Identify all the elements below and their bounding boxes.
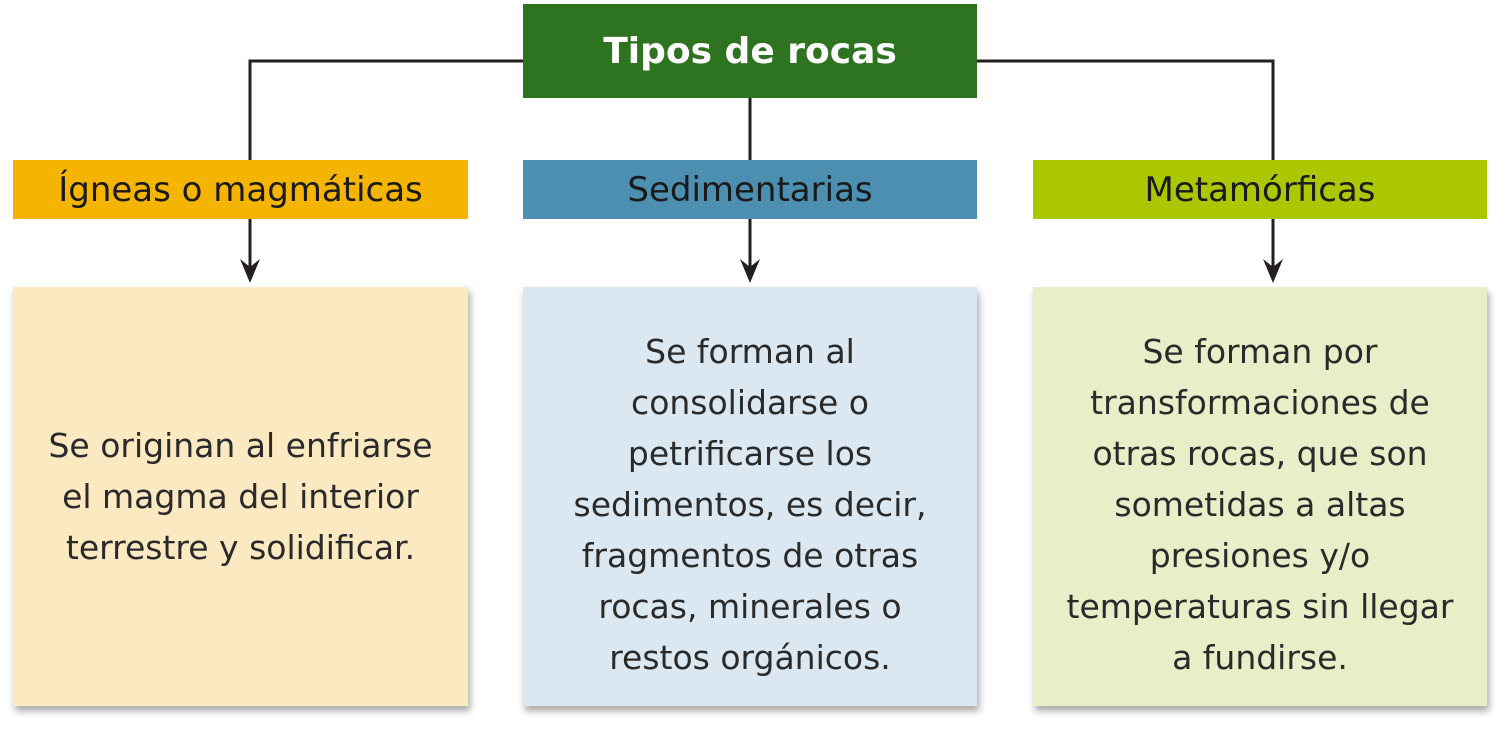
category-igneous-label: Ígneas o magmáticas — [58, 169, 423, 210]
description-sedimentary: Se forman al consolidarse o petrificarse… — [523, 287, 977, 706]
description-metamorphic: Se forman por transformaciones de otras … — [1033, 287, 1487, 706]
root-node: Tipos de rocas — [523, 4, 977, 98]
description-metamorphic-text: Se forman por transformaciones de otras … — [1066, 332, 1454, 677]
category-sedimentary: Sedimentarias — [523, 160, 977, 219]
description-sedimentary-text: Se forman al consolidarse o petrificarse… — [573, 332, 927, 677]
category-igneous: Ígneas o magmáticas — [13, 160, 468, 219]
category-sedimentary-label: Sedimentarias — [627, 169, 873, 210]
description-igneous-text: Se originan al enfriarse el magma del in… — [48, 426, 433, 567]
root-label: Tipos de rocas — [603, 30, 897, 72]
category-metamorphic-label: Metamórficas — [1144, 169, 1376, 210]
arrowhead-sedimentary — [740, 259, 760, 283]
category-metamorphic: Metamórficas — [1033, 160, 1487, 219]
arrowhead-igneous — [240, 259, 260, 283]
connector-root-to-igneous — [248, 59, 523, 160]
arrowhead-metamorphic — [1263, 259, 1283, 283]
connector-root-to-metamorphic — [977, 59, 1275, 160]
description-igneous: Se originan al enfriarse el magma del in… — [13, 287, 468, 706]
